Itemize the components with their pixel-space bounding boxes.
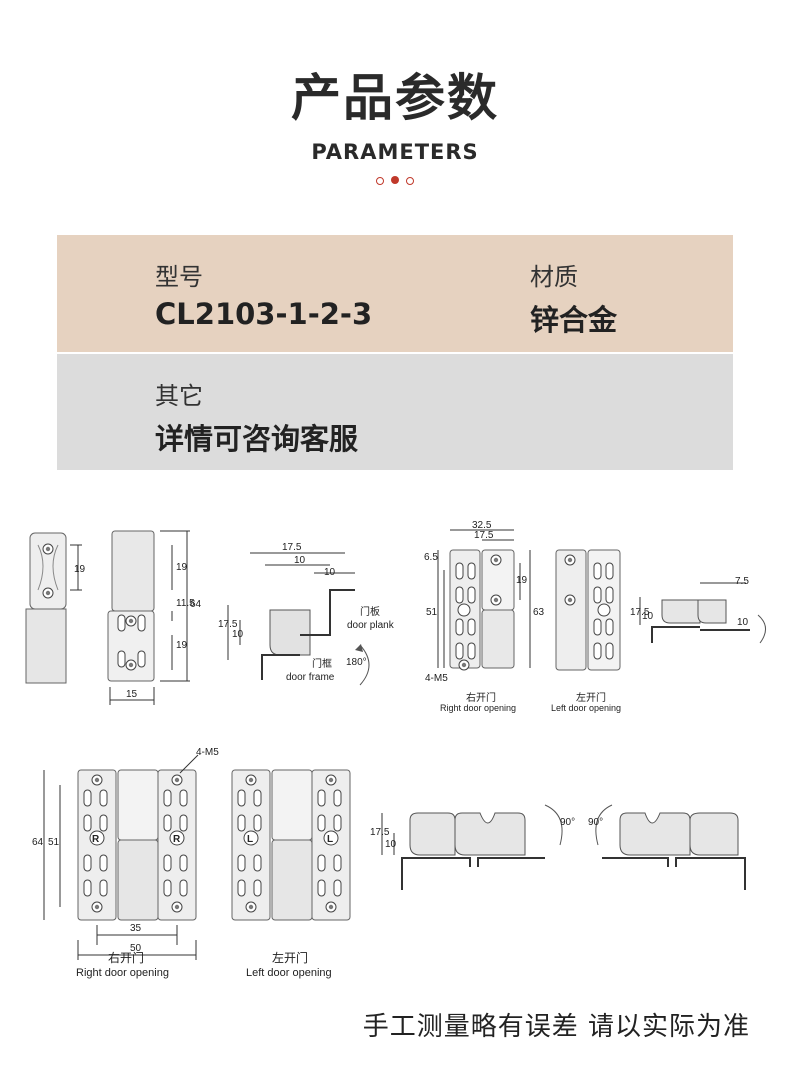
dim-label: 17.5 <box>370 827 390 838</box>
dim-label: 63 <box>533 607 545 618</box>
dim-label: 11.5 <box>176 598 195 609</box>
dot-icon <box>391 176 399 184</box>
left-opening-cn: 左开门 <box>576 691 606 704</box>
letter-r-mark: R <box>92 834 100 845</box>
dim-label: 17.5 <box>282 542 302 553</box>
dim-label: 10 <box>737 617 749 628</box>
left-opening-en-large: Left door opening <box>246 967 332 979</box>
screw-label: 4-M5 <box>425 673 448 684</box>
dim-label: 17.5 <box>630 607 650 618</box>
material-label: 材质 <box>530 263 578 291</box>
page-subtitle: PARAMETERS <box>311 140 479 164</box>
footer-note: 手工测量略有误差 请以实际为准 <box>362 1012 750 1042</box>
letter-r-mark: R <box>173 834 181 845</box>
angle-label: 90° <box>588 817 603 828</box>
right-door-drawing <box>43 754 199 960</box>
letter-l-mark: L <box>327 834 333 845</box>
dim-label: 7.5 <box>735 576 749 587</box>
material-value: 锌合金 <box>530 303 618 337</box>
dim-label: 19 <box>516 575 528 586</box>
other-label: 其它 <box>155 382 203 410</box>
spec-panel-other: 其它 详情可咨询客服 <box>57 354 733 470</box>
model-label: 型号 <box>155 263 203 291</box>
model-value: CL2103-1-2-3 <box>155 297 373 331</box>
page-title: 产品参数 <box>291 69 499 127</box>
section-drawing <box>227 552 370 686</box>
right-opening-en: Right door opening <box>440 703 516 713</box>
angle-label: 90° <box>560 817 575 828</box>
side-views-large <box>381 804 746 890</box>
front-view-drawing <box>107 530 190 705</box>
left-opening-en: Left door opening <box>551 703 621 713</box>
spec-panel-model: 型号 CL2103-1-2-3 材质 锌合金 <box>57 235 733 352</box>
side-view-drawing <box>25 532 82 684</box>
dim-label: 51 <box>426 607 438 618</box>
dim-label: 10 <box>385 839 397 850</box>
dim-label: 32.5 <box>472 520 492 531</box>
dim-label: 15 <box>126 689 138 700</box>
dim-label: 6.5 <box>424 552 438 563</box>
dim-label: 17.5 <box>218 619 238 630</box>
dim-label: 19 <box>176 562 188 573</box>
dim-label: 10 <box>294 555 306 566</box>
dim-label: 64 <box>190 599 202 610</box>
dim-label: 19 <box>74 564 86 575</box>
door-frame-cn: 门框 <box>312 657 332 670</box>
other-value: 详情可咨询客服 <box>155 422 359 456</box>
dim-label: 35 <box>130 923 142 934</box>
dot-icon <box>406 177 414 185</box>
dim-label: 10 <box>232 629 244 640</box>
right-opening-en-large: Right door opening <box>76 967 169 979</box>
door-plank-cn: 门板 <box>360 605 380 618</box>
left-opening-cn-large: 左开门 <box>272 950 308 965</box>
dim-label: 19 <box>176 640 188 651</box>
decorative-dots <box>374 176 416 187</box>
dot-icon <box>376 177 384 185</box>
dim-label: 10 <box>324 567 336 578</box>
door-frame-en: door frame <box>286 672 335 683</box>
letter-l-mark: L <box>247 834 253 845</box>
side-drawing-small <box>639 582 766 644</box>
dim-label: 50 <box>130 943 142 954</box>
dim-label: 17.5 <box>474 530 494 541</box>
dim-label: 51 <box>48 837 60 848</box>
right-opening-cn-large: 右开门 <box>108 950 144 965</box>
dim-label: 64 <box>32 837 44 848</box>
screw-label: 4-M5 <box>196 747 219 758</box>
opening-drawing-small <box>437 529 621 671</box>
technical-drawing: 19 19 11.5 19 64 15 17.5 10 10 17.5 10 门… <box>25 520 766 979</box>
left-door-drawing <box>231 769 351 921</box>
angle-label: 180° <box>346 657 367 668</box>
right-opening-cn: 右开门 <box>466 691 496 704</box>
door-plank-en: door plank <box>347 620 395 631</box>
dim-label: 10 <box>642 611 654 622</box>
